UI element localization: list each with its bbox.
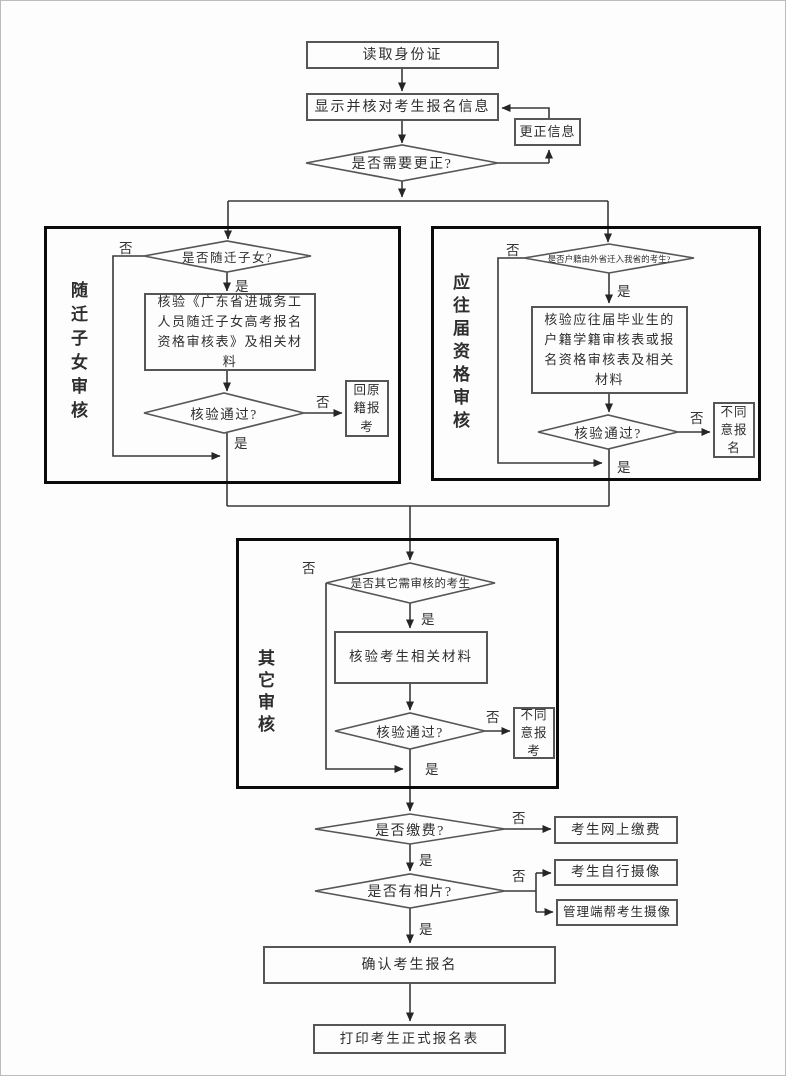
- edge-label-yes-other-verify: 是: [425, 762, 439, 777]
- node-reject-registration: 不同意报名: [713, 402, 755, 458]
- decision-has-photo: [314, 873, 506, 909]
- decision-other-verify-passed: [334, 712, 486, 750]
- decision-payment: [314, 813, 506, 845]
- node-correct-info: 更正信息: [514, 118, 581, 146]
- edge-label-no-photo: 否: [512, 869, 526, 884]
- edge-label-no-migrant: 否: [119, 241, 133, 256]
- edge-label-no-other: 否: [302, 561, 316, 576]
- edge-label-yes-migrant-verify: 是: [234, 436, 248, 451]
- section-title-migrant-children: 随迁子女审核: [68, 281, 87, 425]
- edge-label-yes-photo: 是: [419, 922, 433, 937]
- node-reject-application: 不同意报考: [513, 707, 555, 759]
- decision-graduate-verify-passed: [537, 414, 679, 450]
- node-verify-migrant-form: 核验《广东省进城务工人员随迁子女高考报名资格审核表》及相关材料: [144, 293, 316, 371]
- node-display-verify-info: 显示并核对考生报名信息: [306, 93, 499, 121]
- node-self-photo: 考生自行摄像: [554, 859, 678, 886]
- node-read-id-card: 读取身份证: [306, 41, 499, 69]
- container-migrant-children-review: [44, 226, 401, 484]
- node-return-to-origin: 回原籍报考: [345, 380, 389, 437]
- node-verify-graduate-form: 核验应往届毕业生的户籍学籍审核表或报名资格审核表及相关材料: [531, 306, 688, 394]
- edge-label-yes-migrant: 是: [235, 279, 249, 294]
- edge-label-no-other-verify: 否: [486, 710, 500, 725]
- node-online-payment: 考生网上缴费: [554, 816, 678, 844]
- section-title-other-review: 其它审核: [255, 649, 274, 737]
- edge-label-yes-payment: 是: [419, 853, 433, 868]
- section-title-graduate-qualification: 应往届资格审核: [450, 273, 469, 434]
- decision-migrant-verify-passed: [143, 392, 305, 434]
- container-graduate-qualification-review: [431, 226, 761, 481]
- edge-label-no-province: 否: [506, 243, 520, 258]
- node-print-form: 打印考生正式报名表: [313, 1024, 506, 1054]
- container-other-review: [236, 538, 559, 789]
- node-confirm-registration: 确认考生报名: [263, 946, 556, 984]
- edge-label-no-graduate-verify: 否: [690, 411, 704, 426]
- decision-needs-other-review: [325, 562, 496, 604]
- decision-need-correction: [305, 144, 499, 182]
- decision-is-migrant-child: [143, 240, 312, 273]
- decision-from-other-province: [523, 243, 695, 274]
- edge-label-no-payment: 否: [512, 811, 526, 826]
- edge-label-no-migrant-verify: 否: [316, 395, 330, 410]
- node-admin-photo: 管理端帮考生摄像: [556, 899, 678, 926]
- node-verify-candidate-materials: 核验考生相关材料: [334, 631, 488, 684]
- edge-label-yes-other: 是: [421, 612, 435, 627]
- edge-label-yes-province: 是: [617, 284, 631, 299]
- edge-label-yes-graduate-verify: 是: [617, 460, 631, 475]
